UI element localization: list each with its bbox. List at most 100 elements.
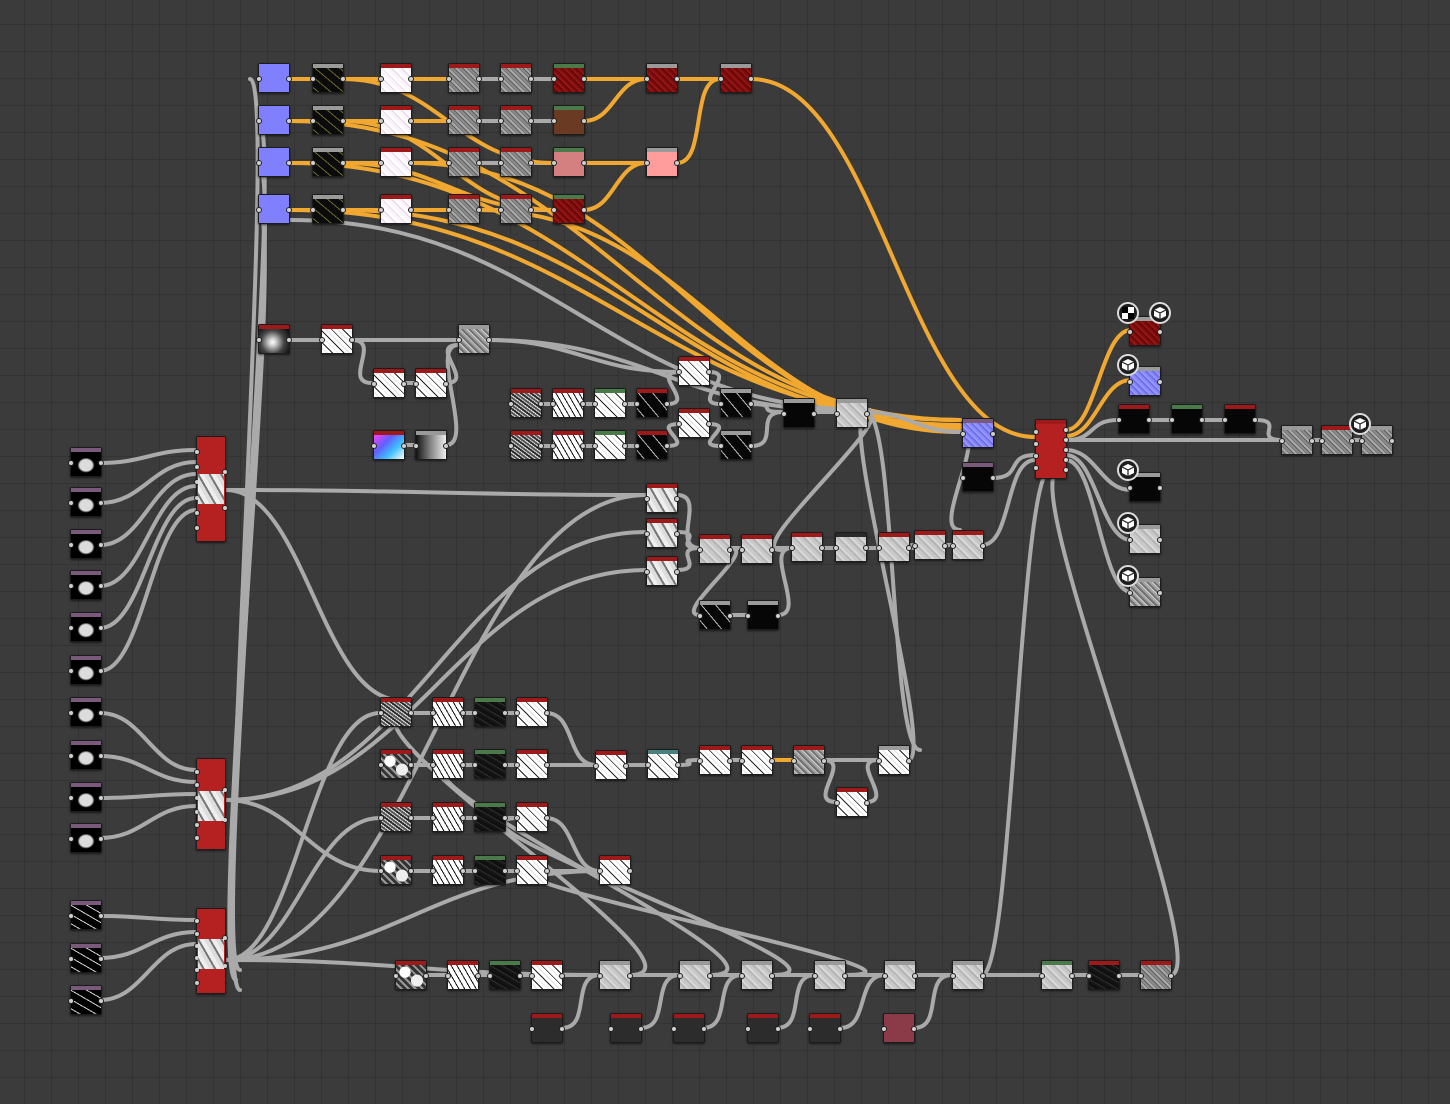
input-port[interactable]: [514, 710, 520, 716]
input-port[interactable]: [1086, 973, 1092, 979]
output-port[interactable]: [1116, 973, 1122, 979]
noise-row1-c[interactable]: [592, 388, 628, 418]
input-port[interactable]: [597, 868, 603, 874]
output-port[interactable]: [408, 868, 414, 874]
input-port[interactable]: [597, 973, 603, 979]
output-port[interactable]: [769, 547, 775, 553]
mesh-input-4[interactable]: [68, 570, 104, 600]
mesh-input-6[interactable]: [68, 655, 104, 685]
output-port[interactable]: [98, 625, 104, 631]
output-port[interactable]: [528, 207, 534, 213]
bottom-speck-node[interactable]: [445, 960, 481, 990]
blend-gray-node[interactable]: [456, 324, 492, 354]
bottom-blend-node-4[interactable]: [812, 960, 848, 990]
output-port[interactable]: [701, 1026, 707, 1032]
output-port[interactable]: [1063, 427, 1069, 433]
output-port[interactable]: [912, 973, 918, 979]
grayscale-wire[interactable]: [912, 973, 954, 1030]
output-port[interactable]: [98, 542, 104, 548]
grayscale-wire[interactable]: [229, 208, 267, 962]
gray-noise-b-node-3[interactable]: [498, 147, 534, 177]
grayscale-wire[interactable]: [858, 410, 916, 762]
input-port[interactable]: [430, 868, 436, 874]
output-port[interactable]: [1168, 973, 1174, 979]
pink-node[interactable]: [551, 147, 587, 177]
input-port[interactable]: [68, 836, 74, 842]
grayscale-wire[interactable]: [1064, 448, 1133, 492]
output-port[interactable]: [476, 76, 482, 82]
speck-node-1[interactable]: [430, 697, 466, 727]
color-wire[interactable]: [582, 77, 648, 123]
input-port[interactable]: [456, 337, 462, 343]
grayscale-wire[interactable]: [486, 338, 842, 412]
output-port[interactable]: [581, 118, 587, 124]
gray-blend-node-mid[interactable]: [834, 398, 870, 428]
output-port[interactable]: [775, 613, 781, 619]
output-port[interactable]: [98, 668, 104, 674]
input-port[interactable]: [876, 545, 882, 551]
noise-row2-d[interactable]: [634, 430, 670, 460]
output-port[interactable]: [1146, 417, 1152, 423]
output-port[interactable]: [1309, 438, 1315, 444]
input-port[interactable]: [68, 500, 74, 506]
empty-input-node-2[interactable]: [608, 1013, 644, 1043]
input-port[interactable]: [194, 821, 200, 828]
input-port[interactable]: [371, 381, 377, 387]
gray-noise-node-e[interactable]: [791, 745, 827, 775]
output-port[interactable]: [748, 76, 754, 82]
output-port[interactable]: [1389, 438, 1395, 444]
output-port[interactable]: [502, 710, 508, 716]
bottom-blend-node-6[interactable]: [950, 960, 986, 990]
input-port[interactable]: [310, 207, 316, 213]
output-port[interactable]: [664, 443, 670, 449]
pinkwhite-node-3[interactable]: [378, 147, 414, 177]
output-port[interactable]: [98, 753, 104, 759]
output-port[interactable]: [769, 758, 775, 764]
input-port[interactable]: [393, 973, 399, 979]
input-port[interactable]: [413, 381, 419, 387]
baker-frame-a[interactable]: [194, 436, 228, 542]
white-out-node-1[interactable]: [514, 697, 550, 727]
input-port[interactable]: [1222, 417, 1228, 423]
input-port[interactable]: [68, 753, 74, 759]
input-port[interactable]: [644, 76, 650, 82]
input-port[interactable]: [378, 710, 384, 716]
output-port[interactable]: [581, 207, 587, 213]
input-port[interactable]: [677, 973, 683, 979]
input-port[interactable]: [194, 449, 200, 456]
grayscale-wire[interactable]: [1064, 453, 1133, 542]
white-blend-node-b[interactable]: [597, 855, 633, 885]
input-port[interactable]: [718, 443, 724, 449]
input-port[interactable]: [194, 769, 200, 776]
brown-node[interactable]: [551, 105, 587, 135]
input-port[interactable]: [644, 496, 650, 502]
output-port[interactable]: [486, 337, 492, 343]
input-port[interactable]: [608, 1026, 614, 1032]
input-port[interactable]: [256, 207, 262, 213]
empty-input-node-1[interactable]: [529, 1013, 565, 1043]
mesh-input-c-1[interactable]: [68, 900, 104, 930]
input-port[interactable]: [256, 76, 262, 82]
output-port[interactable]: [622, 401, 628, 407]
mesh-input-3[interactable]: [68, 529, 104, 559]
grayscale-wire[interactable]: [675, 546, 702, 572]
white-noise-node-b[interactable]: [413, 368, 449, 398]
input-port[interactable]: [745, 1026, 751, 1032]
input-port[interactable]: [745, 613, 751, 619]
gray-noise-b-node-1[interactable]: [498, 63, 534, 93]
grayscale-wire[interactable]: [98, 914, 198, 922]
output-port[interactable]: [580, 443, 586, 449]
grayscale-wire[interactable]: [98, 930, 198, 960]
gray-gradient-node[interactable]: [413, 430, 449, 460]
blend-node-6[interactable]: [912, 530, 948, 560]
output-port[interactable]: [538, 443, 544, 449]
gray-noise-b-node-2[interactable]: [498, 105, 534, 135]
grayscale-wire[interactable]: [707, 422, 722, 448]
output-black-c[interactable]: [1222, 404, 1258, 434]
input-port[interactable]: [68, 583, 74, 589]
output-port[interactable]: [990, 475, 996, 481]
bottom-white-node[interactable]: [529, 960, 565, 990]
output-port[interactable]: [98, 583, 104, 589]
input-port[interactable]: [1039, 973, 1045, 979]
blend-node-5[interactable]: [876, 532, 912, 562]
